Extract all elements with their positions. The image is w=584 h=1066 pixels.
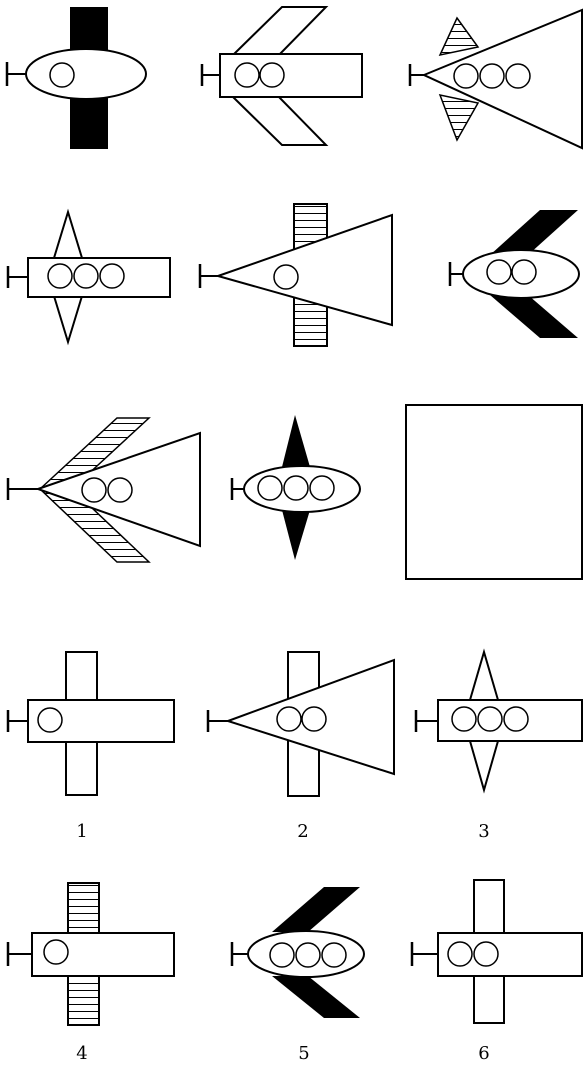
option-6-label[interactable]: 6 [478, 1043, 489, 1064]
option-5-label[interactable]: 5 [298, 1043, 309, 1064]
option-4-label[interactable]: 4 [76, 1043, 87, 1064]
option-3-figure[interactable] [416, 652, 582, 790]
matrix-cell-1 [7, 7, 146, 149]
matrix-cell-2 [202, 7, 362, 145]
matrix-cell-8 [232, 415, 360, 560]
option-3-label[interactable]: 3 [478, 821, 489, 842]
option-2-figure[interactable] [208, 652, 394, 796]
option-1-figure[interactable] [8, 652, 174, 795]
option-2-label[interactable]: 2 [297, 821, 308, 842]
matrix-cell-6 [450, 210, 579, 338]
option-1-label[interactable]: 1 [76, 821, 87, 842]
answer-blank-box [406, 405, 582, 579]
option-5-figure[interactable] [232, 887, 364, 1018]
option-6-figure[interactable] [412, 880, 582, 1023]
option-4-figure[interactable] [8, 883, 174, 1025]
matrix-cell-7 [8, 418, 200, 562]
matrix-cell-4 [8, 212, 170, 342]
matrix-cell-3 [410, 10, 582, 148]
matrix-cell-5 [200, 204, 392, 346]
